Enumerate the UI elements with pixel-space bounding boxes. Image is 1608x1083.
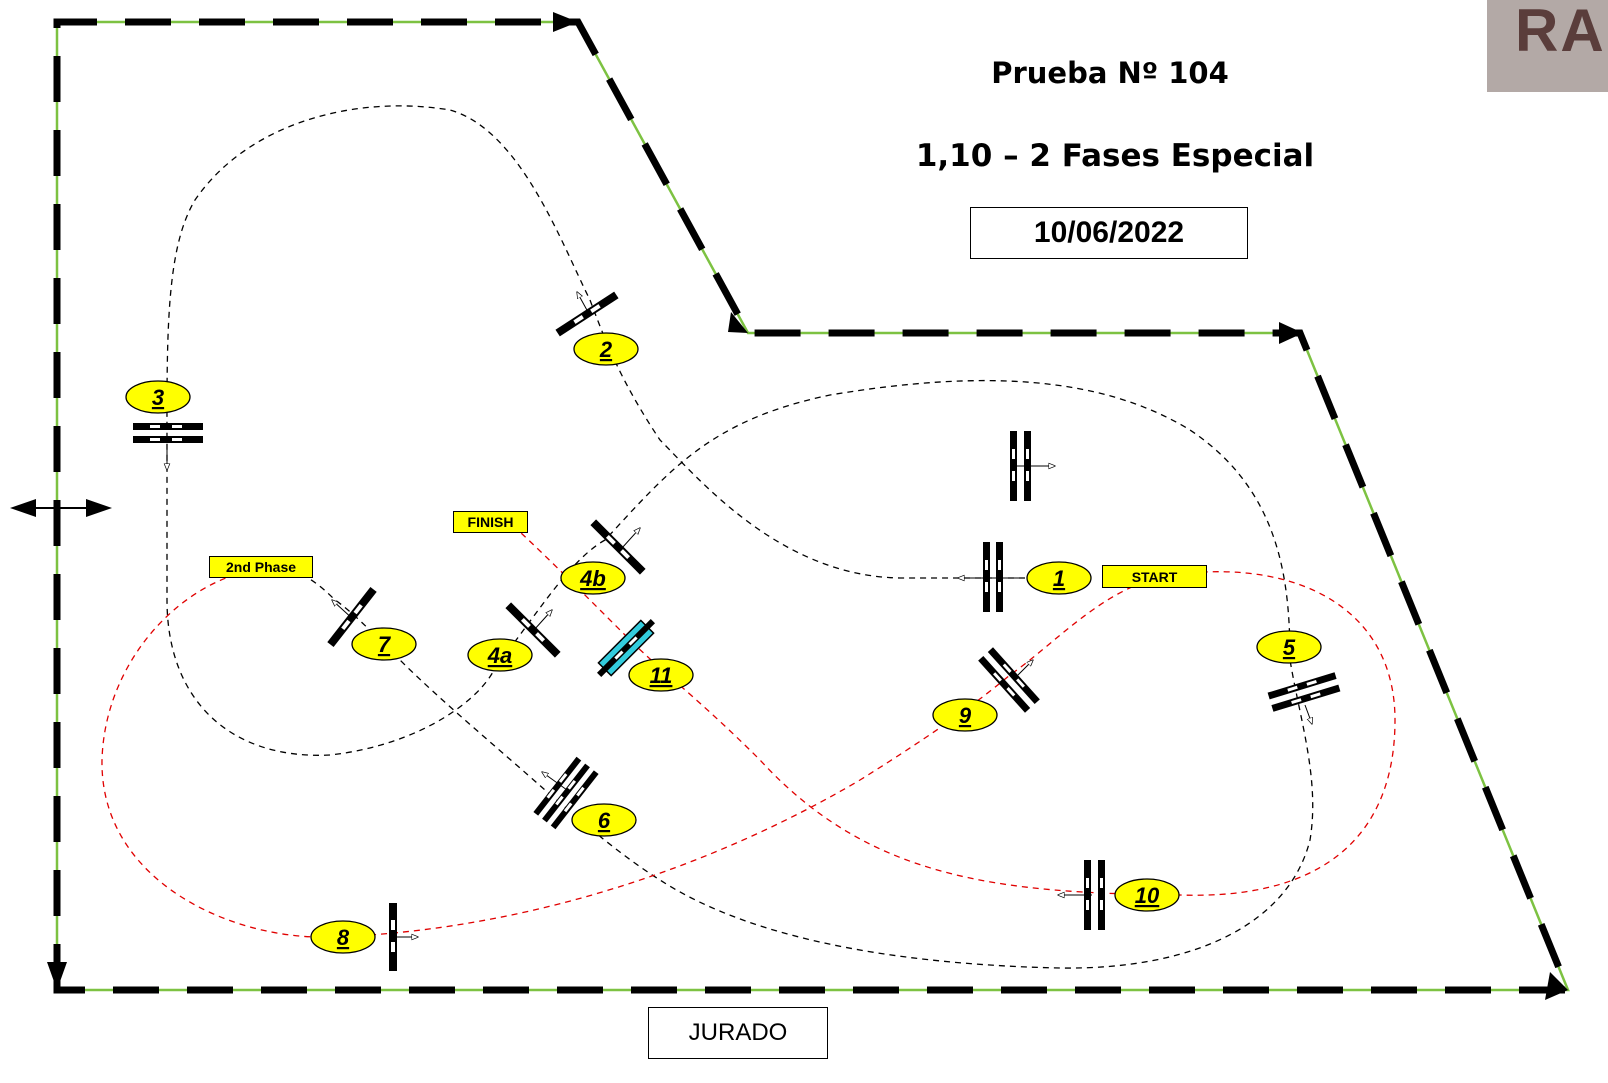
- svg-text:9: 9: [959, 703, 972, 728]
- obstacle-1-jump: [983, 542, 1003, 612]
- arena-fence: [47, 12, 1574, 1000]
- obstacles: [133, 291, 1341, 971]
- course-title: Prueba Nº 104: [991, 56, 1229, 90]
- obstacle-10-jump: [1084, 860, 1105, 930]
- obstacle-6-label: 6: [571, 803, 637, 837]
- svg-text:8: 8: [337, 925, 350, 950]
- obstacle-7-jump: [327, 586, 377, 648]
- svg-text:6: 6: [598, 808, 611, 833]
- svg-text:2: 2: [599, 337, 613, 362]
- second-phase-label: 2nd Phase: [209, 556, 313, 578]
- obstacle-2-label: 2: [573, 332, 639, 366]
- obstacle-numbers: 1 2 3 4a 4b 5 6 7 8 9 10 11: [125, 332, 1322, 954]
- phase2-route: [101, 531, 1396, 938]
- obstacle-4a-label: 4a: [467, 638, 533, 672]
- svg-text:5: 5: [1283, 635, 1296, 660]
- obstacle-5-jump: [1267, 672, 1341, 712]
- course-subtitle: 1,10 – 2 Fases Especial: [915, 138, 1315, 174]
- obstacle-5-label: 5: [1256, 630, 1322, 664]
- obstacle-9-jump: [978, 647, 1040, 713]
- phase1-route: [166, 105, 1314, 969]
- fence-arrow-mid-icon: [728, 312, 748, 333]
- obstacle-4b-label: 4b: [560, 561, 626, 595]
- obstacle-3-label: 3: [125, 380, 191, 414]
- obstacle-11-jump: [597, 619, 655, 677]
- svg-text:7: 7: [378, 632, 392, 657]
- entrance-arrow-icon: [10, 499, 112, 517]
- finish-label: FINISH: [453, 511, 528, 533]
- svg-text:4a: 4a: [487, 643, 512, 668]
- obstacle-1-label: 1: [1026, 561, 1092, 595]
- fence-arrow-left-icon: [47, 962, 67, 990]
- practice-oxer: [1010, 431, 1031, 501]
- obstacle-8-jump: [389, 903, 397, 971]
- obstacle-6-jump: [533, 756, 599, 830]
- obstacle-10-label: 10: [1114, 878, 1180, 912]
- logo: RA: [1487, 0, 1608, 92]
- course-date: 10/06/2022: [970, 207, 1248, 259]
- svg-text:1: 1: [1053, 566, 1065, 591]
- route-arrows: [167, 292, 1312, 937]
- svg-text:11: 11: [650, 663, 673, 688]
- obstacle-3-jump: [133, 423, 203, 443]
- svg-text:3: 3: [152, 385, 164, 410]
- start-label: START: [1102, 565, 1207, 588]
- fence-arrow-right-icon: [1279, 322, 1303, 344]
- obstacle-11-label: 11: [628, 658, 694, 692]
- obstacle-2-jump: [555, 291, 619, 337]
- obstacle-9-label: 9: [932, 698, 998, 732]
- obstacle-8-label: 8: [310, 920, 376, 954]
- fence-arrow-top-icon: [553, 12, 578, 32]
- fence-arrow-corner-icon: [1545, 972, 1568, 1000]
- svg-text:4b: 4b: [579, 566, 606, 591]
- logo-text: RA: [1515, 0, 1606, 64]
- obstacle-4b-jump: [590, 519, 646, 575]
- obstacle-7-label: 7: [351, 627, 417, 661]
- svg-text:10: 10: [1135, 883, 1160, 908]
- obstacle-4a-jump: [505, 602, 561, 658]
- jury-label: JURADO: [648, 1007, 828, 1059]
